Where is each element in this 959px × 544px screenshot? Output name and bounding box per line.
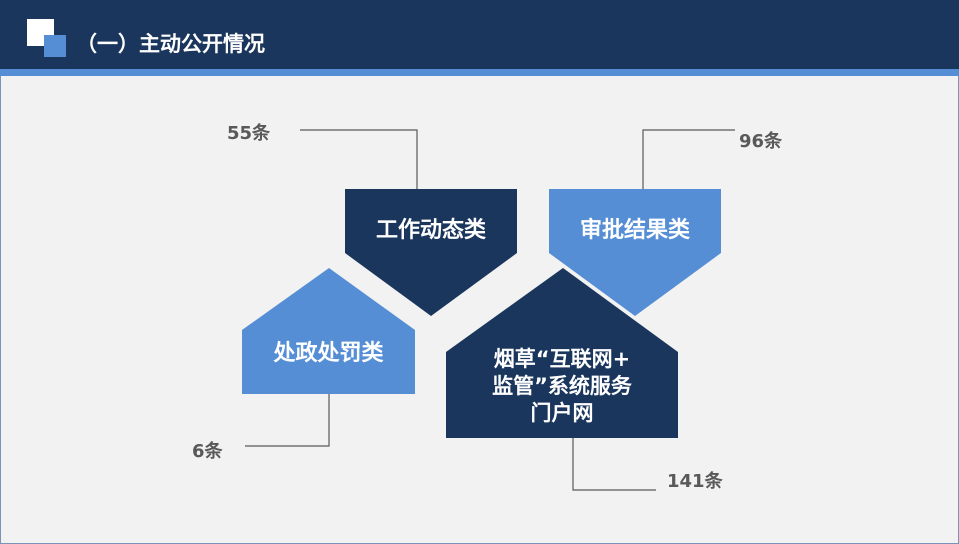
label-portal-line-1: 烟草“互联网+: [493, 347, 631, 371]
label-portal: 烟草“互联网+ 监管”系统服务 门户网: [446, 346, 678, 427]
count-penalty: 6条: [192, 441, 223, 462]
connector-penalty: [245, 394, 330, 447]
shape-approval-pentagon: [549, 189, 721, 316]
shape-penalty-pentagon: [242, 268, 415, 394]
count-approval: 96条: [739, 131, 783, 152]
label-portal-line-3: 门户网: [530, 401, 594, 425]
connector-portal: [572, 438, 656, 491]
count-work: 55条: [227, 123, 271, 144]
label-work: 工作动态类: [375, 218, 486, 243]
shape-portal-pentagon: [446, 268, 678, 438]
label-penalty: 处政处罚类: [273, 341, 384, 366]
slide-header: （一）主动公开情况: [0, 0, 959, 69]
slide-title: （一）主动公开情况: [76, 32, 265, 56]
label-portal-line-2: 监管”系统服务: [492, 374, 632, 398]
connector-work: [300, 129, 418, 189]
count-portal: 141条: [667, 471, 723, 492]
label-approval: 审批结果类: [579, 218, 690, 243]
logo-square-blue: [44, 35, 66, 57]
connector-approval: [642, 129, 735, 189]
shape-work-pentagon: [345, 189, 517, 316]
header-stripe: [0, 69, 959, 76]
